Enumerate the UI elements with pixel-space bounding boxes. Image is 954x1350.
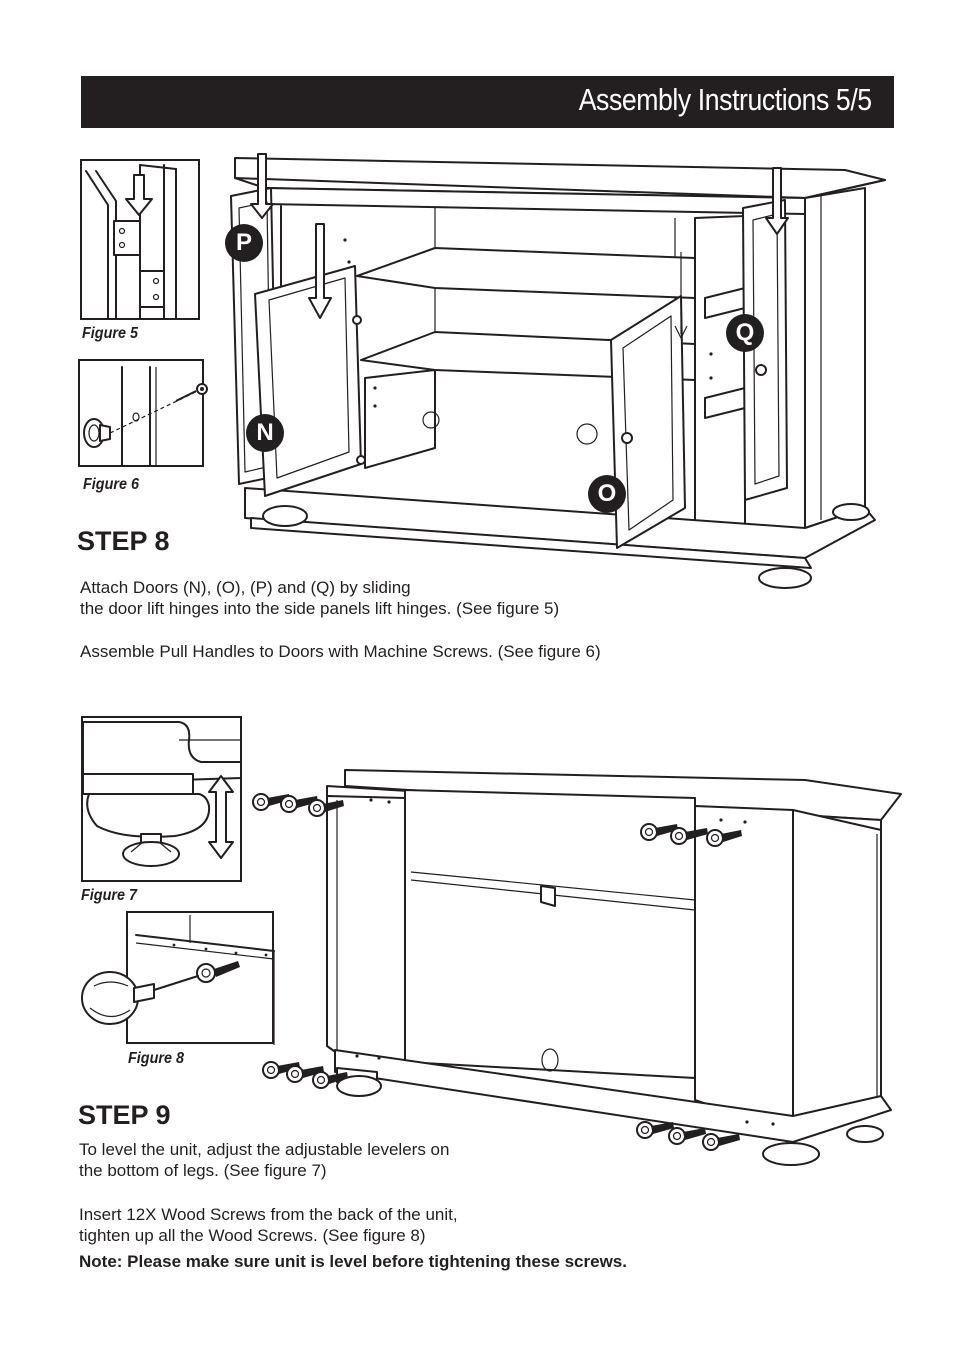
screwdriver-icon — [81, 971, 199, 1025]
wood-screw-illustration — [135, 915, 275, 1045]
wood-screw-icon — [640, 823, 678, 841]
wood-screw-icon — [312, 1071, 348, 1089]
step-9-title: STEP 9 — [78, 1100, 171, 1130]
wood-screw-icon — [706, 829, 742, 847]
step-9-line-4: tighten up all the Wood Screws. (See fig… — [79, 1226, 426, 1245]
down-arrow-icon — [125, 174, 153, 216]
handle-illustration — [83, 366, 208, 466]
step-9-cabinet-illustration — [252, 769, 902, 1166]
down-arrow-icon — [674, 252, 688, 339]
wood-screw-icon — [280, 795, 318, 813]
figure-5-caption: Figure 5 — [82, 325, 139, 342]
figure-8-box — [126, 911, 275, 1045]
down-arrow-icon — [250, 153, 274, 219]
wood-screw-icon — [308, 799, 344, 817]
wood-screw-icon — [668, 1127, 706, 1145]
door-label-o: O — [588, 475, 626, 513]
door-label-n: N — [246, 414, 284, 452]
wood-screw-icon — [262, 1061, 300, 1079]
page-title: Assembly Instructions 5/5 — [578, 82, 872, 117]
down-arrow-icon — [308, 223, 332, 319]
down-arrow-icon — [765, 167, 789, 235]
up-down-arrow-icon — [208, 775, 234, 859]
step-8-line-3: Assemble Pull Handles to Doors with Mach… — [80, 642, 601, 661]
step-8-title: STEP 8 — [77, 526, 170, 556]
wood-screw-icon — [636, 1121, 674, 1139]
step-8-line-2: the door lift hinges into the side panel… — [80, 599, 560, 618]
door-label-p: P — [225, 224, 263, 262]
header-bar: Assembly Instructions 5/5 — [81, 76, 894, 128]
step-8-line-1: Attach Doors (N), (O), (P) and (Q) by sl… — [80, 578, 411, 597]
door-label-q: Q — [726, 314, 764, 352]
hinge-illustration — [85, 164, 177, 320]
machine-screw-icon — [175, 383, 208, 402]
figure-8-caption: Figure 8 — [128, 1050, 185, 1067]
wood-screw-icon — [286, 1065, 324, 1083]
figure-6-box — [78, 359, 208, 467]
step-9-line-1: To level the unit, adjust the adjustable… — [79, 1140, 450, 1159]
figure-7-box — [81, 716, 242, 882]
step-9-line-2: the bottom of legs. (See figure 7) — [79, 1161, 327, 1180]
step-8-cabinet-illustration — [230, 153, 886, 589]
step-9-line-3: Insert 12X Wood Screws from the back of … — [79, 1205, 458, 1224]
figure-5-box — [80, 159, 200, 320]
figure-6-caption: Figure 6 — [83, 476, 140, 493]
wood-screw-icon — [702, 1133, 740, 1151]
figure-7-caption: Figure 7 — [81, 887, 138, 904]
wood-screw-icon — [670, 827, 708, 845]
step-9-note: Note: Please make sure unit is level bef… — [79, 1252, 627, 1271]
wood-screw-icon — [196, 961, 240, 983]
leveler-illustration — [82, 721, 242, 867]
pull-handle-icon — [83, 418, 111, 448]
